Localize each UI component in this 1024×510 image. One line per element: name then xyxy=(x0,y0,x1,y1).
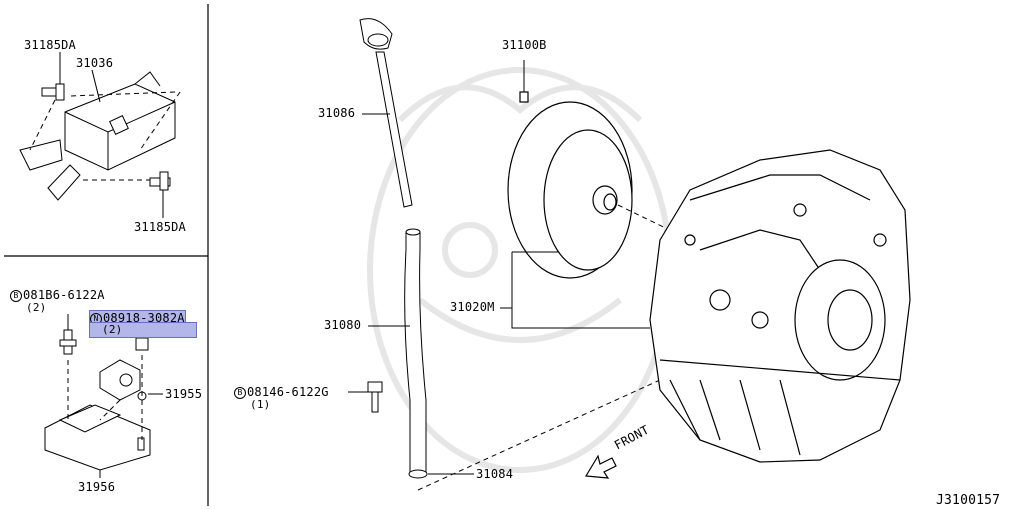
tcm-leader-lines xyxy=(29,91,181,181)
sensor-bracket-drawing xyxy=(44,329,151,471)
tube-bolt-drawing xyxy=(367,381,383,413)
part-qty-bolt-08146: (1) xyxy=(250,398,271,411)
part-label-31084: 31084 xyxy=(476,467,514,481)
diagram-id: J3100157 xyxy=(936,493,1001,508)
part-qty-nut-08918: (2) xyxy=(89,322,197,338)
panel-dividers xyxy=(4,4,209,506)
part-label-31100b: 31100B xyxy=(502,38,547,52)
dipstick-drawing xyxy=(359,18,413,208)
part-label-31020m: 31020M xyxy=(450,300,495,314)
tcm-bolts xyxy=(41,83,171,191)
filler-tube-drawing xyxy=(404,228,428,479)
part-qty-bolt-081b6: (2) xyxy=(26,301,47,314)
part-label-31956: 31956 xyxy=(78,480,116,494)
part-label-31185da-top: 31185DA xyxy=(24,38,76,52)
part-label-31955: 31955 xyxy=(165,387,203,401)
bracket-leader-lines xyxy=(67,355,143,440)
part-label-31086: 31086 xyxy=(318,106,356,120)
front-arrow-icon xyxy=(584,454,617,479)
transaxle-drawing xyxy=(649,149,911,463)
part-label-31036: 31036 xyxy=(76,56,114,70)
torque-converter-drawing xyxy=(507,91,633,279)
part-label-31185da-bottom: 31185DA xyxy=(134,220,186,234)
part-label-31080: 31080 xyxy=(324,318,362,332)
tcm-module-drawing xyxy=(19,71,176,201)
transaxle-leader xyxy=(500,251,650,329)
tcm-leaders-solid xyxy=(59,52,164,218)
